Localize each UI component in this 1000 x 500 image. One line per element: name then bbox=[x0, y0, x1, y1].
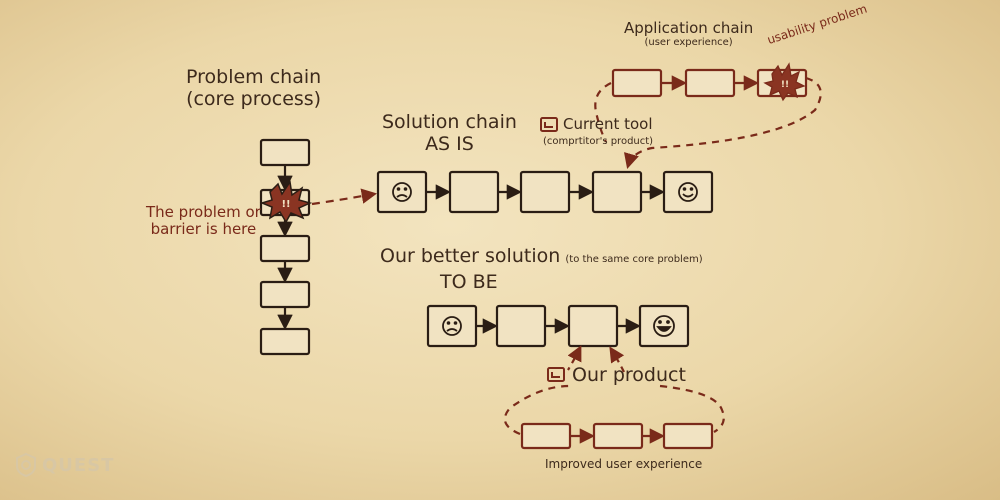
svg-text:!!: !! bbox=[781, 80, 789, 90]
app-step-1 bbox=[611, 68, 663, 98]
solution-as-is-title-text: Solution chain bbox=[382, 111, 517, 133]
solution-as-is-chain bbox=[376, 170, 714, 214]
problem-step-4 bbox=[259, 280, 311, 309]
product-link-right bbox=[609, 346, 625, 373]
our-product-label: Our product bbox=[572, 364, 686, 386]
application-chain-title: Application chain (user experience) bbox=[624, 19, 754, 49]
to-be-step-2 bbox=[495, 304, 547, 348]
improved-ux-chain bbox=[520, 422, 714, 450]
watermark: QUEST bbox=[14, 452, 114, 478]
ux-step-1 bbox=[520, 422, 572, 450]
quest-logo-icon bbox=[16, 452, 36, 478]
problem-chain-title: Problem chain (core process) bbox=[186, 66, 322, 111]
problem-step-3 bbox=[259, 234, 311, 263]
ux-loop bbox=[503, 384, 725, 436]
current-tool-note: (comprtitor's product) bbox=[543, 136, 654, 147]
problem-step-5 bbox=[259, 327, 311, 356]
problem-chain bbox=[259, 138, 311, 356]
problem-chain-title-text: Problem chain bbox=[186, 66, 322, 88]
better-solution-title-text: Our better solution bbox=[380, 245, 561, 267]
to-be-step-4 bbox=[638, 304, 690, 348]
better-solution-title: Our better solution (to the same core pr… bbox=[380, 245, 703, 268]
to-be-chain bbox=[426, 304, 690, 348]
as-is-step-1 bbox=[376, 170, 428, 214]
tool-icon bbox=[540, 117, 558, 132]
as-is-step-4 bbox=[591, 170, 643, 214]
improved-ux-label: Improved user experience bbox=[545, 457, 703, 471]
application-chain-title-text: Application chain bbox=[624, 19, 754, 37]
ux-step-3 bbox=[662, 422, 714, 450]
better-solution-note: (to the same core problem) bbox=[565, 254, 703, 265]
as-is-step-5 bbox=[662, 170, 714, 214]
solution-as-is-title: Solution chain AS IS bbox=[382, 111, 517, 156]
sad-face-icon bbox=[392, 182, 412, 202]
sad-face-icon-to-be bbox=[442, 316, 462, 336]
product-link-left bbox=[567, 345, 582, 371]
svg-text:!!: !! bbox=[281, 199, 290, 210]
ux-step-2 bbox=[592, 422, 644, 450]
problem-chain-subtitle: (core process) bbox=[186, 87, 322, 110]
watermark-text: QUEST bbox=[42, 454, 115, 476]
application-chain-subtitle: (user experience) bbox=[644, 37, 733, 49]
app-chain-loop-right bbox=[623, 76, 822, 169]
current-tool-label: Current tool bbox=[563, 115, 653, 133]
better-solution-subtitle: TO BE bbox=[440, 271, 498, 293]
app-step-2 bbox=[684, 68, 736, 98]
happy-face-icon bbox=[678, 182, 698, 202]
problem-step-1 bbox=[259, 138, 311, 167]
problem-note: The problem or barrier is here bbox=[146, 203, 261, 239]
product-tool-icon bbox=[547, 367, 565, 382]
to-be-step-1 bbox=[426, 304, 478, 348]
grin-face-icon bbox=[653, 315, 675, 337]
problem-note-line-2: barrier is here bbox=[150, 220, 257, 239]
burst-icon: !! bbox=[259, 179, 313, 224]
usability-burst-icon: !! bbox=[763, 62, 806, 102]
app-chain-loop-left bbox=[594, 82, 612, 143]
to-be-step-3 bbox=[567, 304, 619, 348]
problem-note-line-1: The problem or bbox=[146, 203, 261, 221]
as-is-step-3 bbox=[519, 170, 571, 214]
problem-to-solution-link bbox=[311, 188, 378, 206]
solution-as-is-subtitle: AS IS bbox=[425, 132, 474, 155]
as-is-step-2 bbox=[448, 170, 500, 214]
